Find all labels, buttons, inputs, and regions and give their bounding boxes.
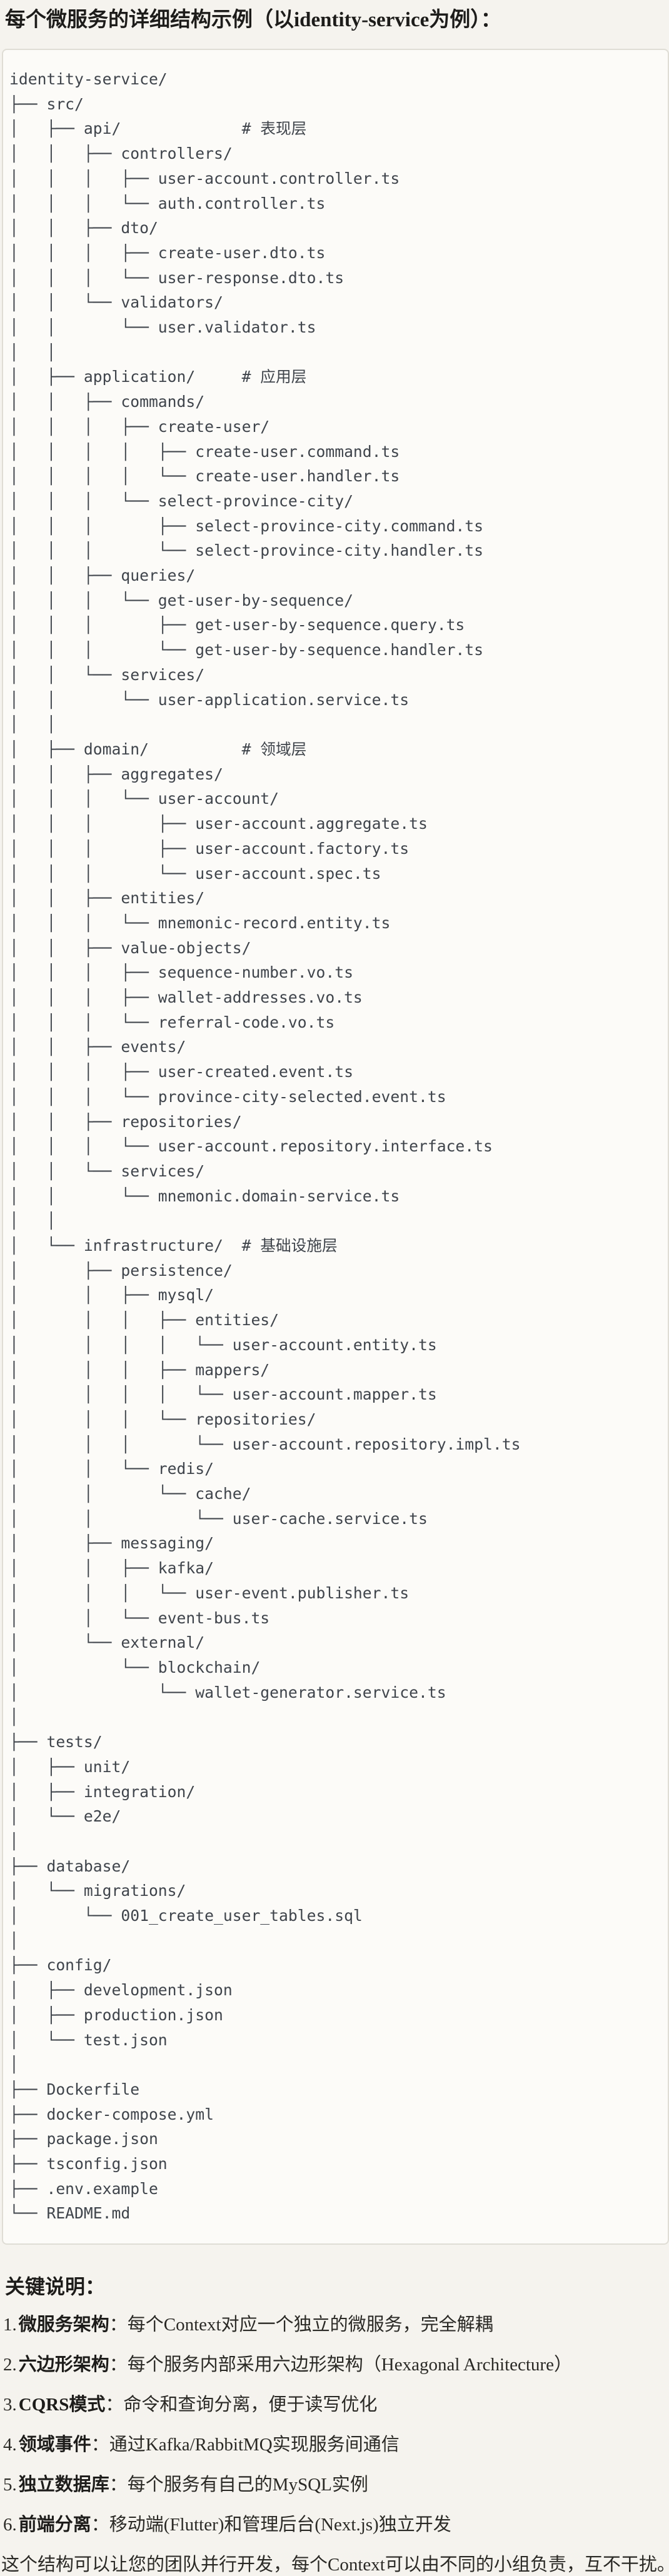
- note-number: 1.: [3, 2315, 17, 2335]
- note-item: 3.CQRS模式：命令和查询分离，便于读写优化: [3, 2393, 669, 2416]
- page-title: 每个微服务的详细结构示例（以identity-service为例）：: [5, 9, 501, 31]
- note-description: 每个Context对应一个独立的微服务，完全解耦: [127, 2315, 493, 2335]
- notes-list: 1.微服务架构：每个Context对应一个独立的微服务，完全解耦 2.六边形架构…: [3, 2313, 669, 2536]
- note-separator: ：: [109, 2315, 128, 2335]
- note-item: 4.领域事件：通过Kafka/RabbitMQ实现服务间通信: [3, 2433, 669, 2456]
- note-term: 领域事件: [18, 2435, 91, 2455]
- note-number: 3.: [3, 2395, 17, 2415]
- note-separator: ：: [109, 2355, 128, 2375]
- notes-title: 关键说明：: [5, 2275, 106, 2298]
- note-item: 1.微服务架构：每个Context对应一个独立的微服务，完全解耦: [3, 2313, 669, 2336]
- closing-note: 这个结构可以让您的团队并行开发，每个Context可以由不同的小组负责，互不干扰…: [1, 2555, 669, 2575]
- note-description: 移动端(Flutter)和管理后台(Next.js)独立开发: [109, 2515, 451, 2535]
- note-number: 5.: [3, 2475, 17, 2495]
- file-tree: identity-service/ ├── src/ │ ├── api/ # …: [9, 70, 521, 2223]
- note-separator: ：: [91, 2435, 109, 2455]
- note-item: 6.前端分离：移动端(Flutter)和管理后台(Next.js)独立开发: [3, 2513, 669, 2536]
- note-number: 6.: [3, 2515, 17, 2535]
- code-block: identity-service/ ├── src/ │ ├── api/ # …: [2, 49, 669, 2245]
- note-separator: ：: [109, 2475, 128, 2495]
- note-separator: ：: [91, 2515, 109, 2535]
- note-separator: ：: [105, 2395, 124, 2415]
- note-term: 微服务架构: [18, 2315, 109, 2335]
- note-term: 独立数据库: [18, 2475, 109, 2495]
- note-number: 4.: [3, 2435, 17, 2455]
- note-term: CQRS模式: [18, 2395, 106, 2415]
- note-description: 通过Kafka/RabbitMQ实现服务间通信: [109, 2435, 400, 2455]
- note-number: 2.: [3, 2355, 17, 2375]
- note-description: 每个服务有自己的MySQL实例: [127, 2475, 368, 2495]
- note-term: 六边形架构: [18, 2355, 109, 2375]
- note-item: 2.六边形架构：每个服务内部采用六边形架构（Hexagonal Architec…: [3, 2353, 669, 2376]
- note-description: 每个服务内部采用六边形架构（Hexagonal Architecture）: [127, 2355, 572, 2375]
- note-item: 5.独立数据库：每个服务有自己的MySQL实例: [3, 2473, 669, 2496]
- note-description: 命令和查询分离，便于读写优化: [123, 2395, 378, 2415]
- note-term: 前端分离: [18, 2515, 91, 2535]
